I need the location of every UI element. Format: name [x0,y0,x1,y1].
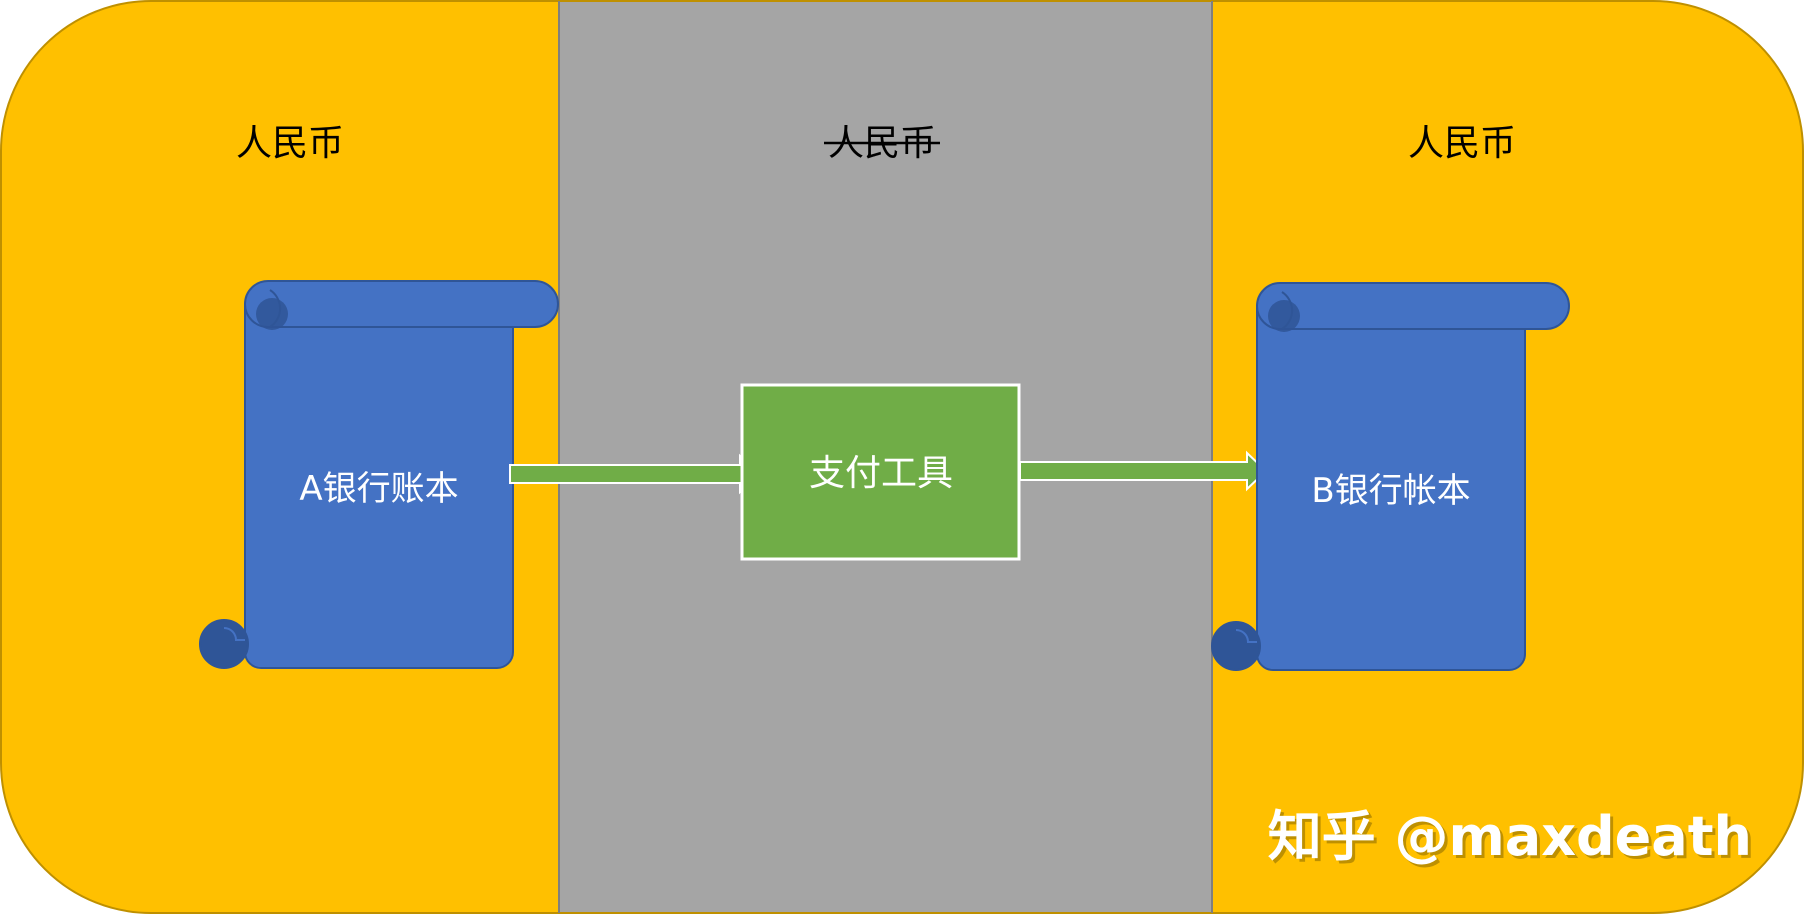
watermark: 知乎 @maxdeath [1268,805,1752,868]
scroll-a: A银行账本 [199,280,559,669]
scroll-b: B银行帐本 [1211,282,1570,671]
payment-tool-label: 支付工具 [809,453,953,494]
scroll-b-top-curl-line [1281,291,1294,330]
payment-tool-rect [740,383,1021,561]
watermark-shadow: 知乎 @maxdeath [1271,808,1755,871]
scroll-b-bottom-curl [1211,621,1261,671]
scroll-a-bottom-curl-line [223,627,245,641]
payment-tool-box: 支付工具 [740,383,1021,561]
scroll-a-label: A银行账本 [299,469,458,509]
scroll-a-bottom-curl [199,619,249,669]
scroll-b-label: B银行帐本 [1311,471,1470,511]
scroll-b-bottom-curl-line [1235,629,1257,643]
right-zone-label: 人民币 [1408,123,1516,164]
scroll-a-top-roll [244,280,559,328]
scroll-a-top-curl-line [269,289,282,328]
left-zone-label: 人民币 [236,123,344,164]
scroll-b-top-roll [1256,282,1570,330]
